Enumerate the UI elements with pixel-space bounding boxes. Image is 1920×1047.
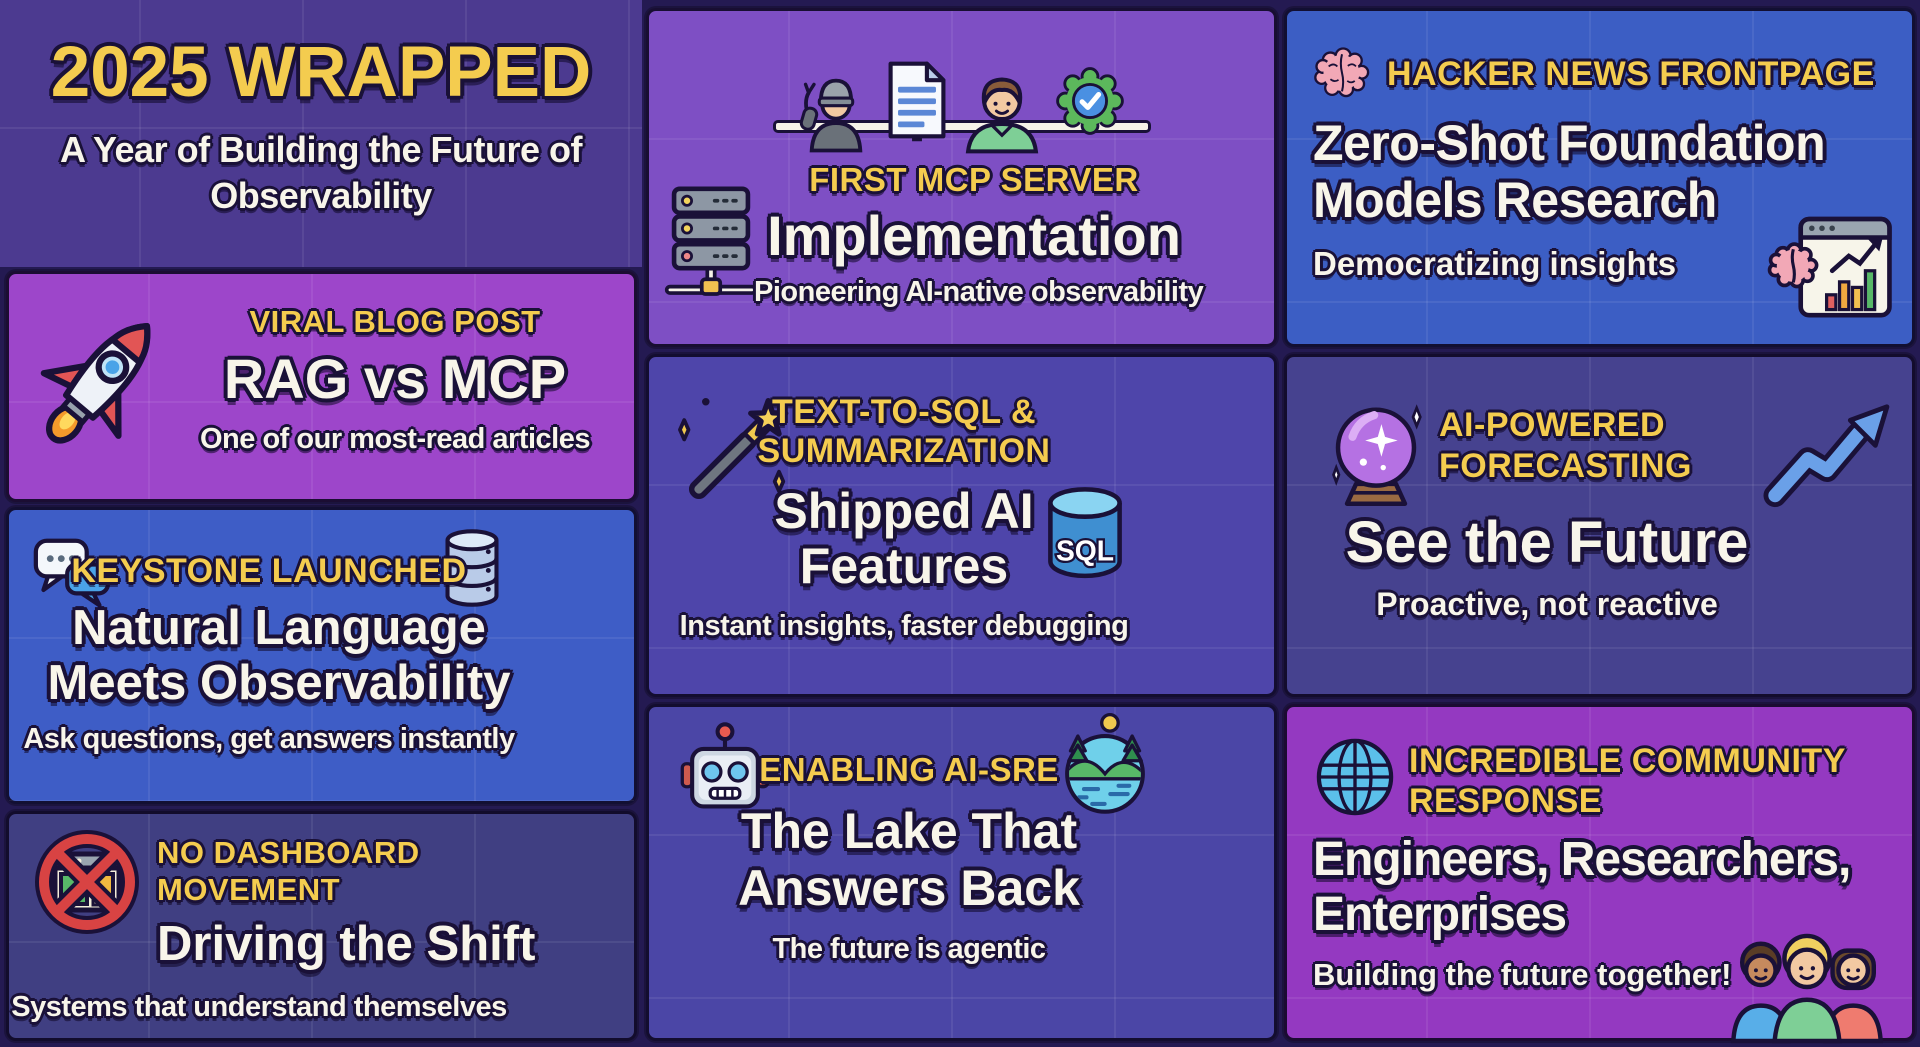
card-kicker: TEXT-TO-SQL & SUMMARIZATION — [757, 393, 1051, 471]
crystal-ball-icon — [1332, 404, 1422, 506]
card-no-dashboard-movement: NO DASHBOARD MOVEMENT Driving the Shift … — [6, 811, 637, 1041]
card-kicker: INCREDIBLE COMMUNITY RESPONSE — [1409, 742, 1846, 821]
card-title: Implementation — [767, 204, 1181, 267]
lake-icon — [1065, 713, 1145, 814]
brain-icon — [1314, 47, 1370, 98]
card-ai-powered-forecasting: AI-POWERED FORECASTING See the Future Pr… — [1284, 354, 1915, 697]
page-subtitle: A Year of Building the Future of Observa… — [59, 129, 583, 217]
globe-icon — [1316, 738, 1394, 816]
card-hacker-news-frontpage: HACKER NEWS FRONTPAGE Zero-Shot Foundati… — [1284, 8, 1915, 347]
card-kicker: HACKER NEWS FRONTPAGE — [1387, 54, 1875, 93]
card-first-mcp-server: FIRST MCP SERVER Implementation Pioneeri… — [646, 8, 1277, 347]
card-subtitle: Ask questions, get answers instantly — [23, 722, 515, 755]
card-subtitle: Proactive, not reactive — [1376, 585, 1718, 622]
card-title: Shipped AI Features — [774, 482, 1034, 594]
hacker-person-icon — [799, 78, 862, 153]
database-icon — [445, 529, 499, 607]
card-subtitle: Pioneering AI-native observability — [754, 276, 1204, 308]
card-viral-blog-post: VIRAL BLOG POST RAG vs MCP One of our mo… — [6, 271, 637, 502]
card-community-response: INCREDIBLE COMMUNITY RESPONSE Engineers,… — [1284, 704, 1915, 1044]
magic-wand-icon — [678, 398, 789, 500]
sql-database-icon: SQL — [1048, 487, 1122, 579]
person-icon — [965, 77, 1038, 154]
rocket-icon — [40, 322, 151, 444]
header: 2025 WRAPPED A Year of Building the Futu… — [0, 0, 642, 267]
trend-arrow-icon — [1763, 404, 1890, 508]
card-subtitle: Building the future together! — [1313, 956, 1732, 992]
mcp-icon-row — [772, 25, 1151, 154]
card-kicker: ENABLING AI-SRE — [759, 751, 1059, 788]
card-subtitle: Democratizing insights — [1313, 245, 1677, 282]
card-subtitle: One of our most-read articles — [200, 423, 591, 455]
sql-badge-label: SQL — [1056, 534, 1114, 566]
card-subtitle: The future is agentic — [772, 933, 1046, 965]
card-kicker: FIRST MCP SERVER — [809, 161, 1139, 198]
card-kicker: NO DASHBOARD MOVEMENT — [157, 835, 420, 908]
document-icon — [888, 61, 945, 142]
card-title: The Lake That Answers Back — [738, 803, 1080, 916]
card-kicker: VIRAL BLOG POST — [249, 304, 541, 339]
card-subtitle: Systems that understand themselves — [11, 991, 507, 1023]
card-kicker: AI-POWERED FORECASTING — [1439, 406, 1692, 485]
server-stack-icon — [664, 186, 758, 296]
verified-badge-icon — [1055, 67, 1124, 135]
network-connector-line — [772, 120, 1151, 133]
no-dashboard-icon — [35, 830, 139, 934]
card-subtitle: Instant insights, faster debugging — [679, 609, 1129, 642]
card-keystone-launched: KEYSTONE LAUNCHED Natural Language Meets… — [6, 507, 637, 804]
card-title: See the Future — [1345, 509, 1749, 575]
card-title: Driving the Shift — [157, 917, 536, 972]
robot-icon — [680, 722, 770, 809]
chat-bubbles-icon — [33, 538, 111, 608]
card-title: Natural Language Meets Observability — [47, 601, 511, 710]
card-lake-answers-back: ENABLING AI-SRE The Lake That Answers Ba… — [646, 704, 1277, 1041]
card-title: RAG vs MCP — [223, 347, 567, 410]
card-kicker: KEYSTONE LAUNCHED — [71, 552, 467, 590]
page-title: 2025 WRAPPED — [50, 33, 592, 112]
card-title: Engineers, Researchers, Enterprises — [1313, 833, 1851, 941]
people-trio-icon — [1731, 933, 1883, 1044]
card-title: Zero-Shot Foundation Models Research — [1313, 115, 1826, 228]
card-shipped-ai-features: SQL TEXT-TO-SQL & SUMMARIZATION Shipped … — [646, 354, 1277, 697]
research-chart-icon — [1767, 216, 1892, 318]
